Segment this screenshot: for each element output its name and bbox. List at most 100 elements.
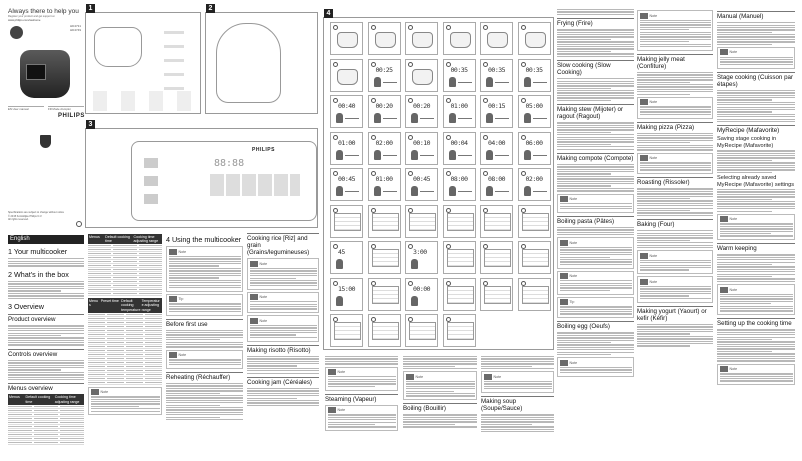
- table-cell: [138, 269, 162, 271]
- control-panel-screen: [446, 285, 474, 304]
- text-line: [557, 82, 634, 85]
- text-line: [559, 256, 610, 258]
- text-line: [559, 251, 632, 254]
- timer-display: 00:15: [488, 102, 506, 110]
- timer-display: 00:00: [413, 284, 431, 293]
- table-cell: [88, 337, 105, 339]
- arrow-icon: [420, 154, 434, 156]
- text-line: [719, 228, 793, 230]
- text-line: [249, 332, 317, 334]
- step-number-circle: [370, 61, 376, 67]
- text-line: [168, 267, 241, 270]
- text-line: [166, 397, 243, 399]
- hand-press-icon: [336, 113, 343, 123]
- text-line: [247, 404, 319, 406]
- step-figure: [442, 241, 476, 274]
- text-line: [639, 43, 711, 45]
- table-cell: [126, 373, 143, 375]
- text-line: [719, 293, 793, 295]
- text-line: [403, 416, 477, 418]
- note-label: Note: [729, 367, 738, 372]
- text-line: [481, 416, 554, 418]
- text-line: [8, 290, 62, 292]
- text-line: [637, 345, 691, 347]
- column-header: Preset time: [100, 299, 119, 304]
- text-line: [166, 390, 243, 392]
- text-line: [8, 330, 84, 332]
- text-line: [90, 401, 160, 403]
- section-heading: Boiling (Bouillir): [403, 403, 477, 412]
- text-line: [247, 365, 298, 367]
- text-line: [717, 106, 795, 108]
- table-cell: [126, 313, 143, 315]
- panel-number: 1: [86, 4, 95, 13]
- table-row: [8, 417, 84, 421]
- text-line: [327, 423, 376, 426]
- text-line: [557, 187, 634, 190]
- legal: Specifications are subject to change wit…: [8, 211, 74, 222]
- text-line: [249, 327, 317, 329]
- text-line: [637, 81, 691, 83]
- step-figure: [405, 204, 438, 238]
- note-header: Note: [405, 373, 475, 380]
- text-line: [639, 266, 711, 269]
- text-line: [639, 262, 711, 264]
- note-header: Note: [168, 352, 241, 359]
- text-line: [481, 430, 554, 433]
- table-row: [88, 365, 162, 369]
- table-cell: [88, 293, 112, 295]
- text-line: [559, 203, 632, 205]
- text-line: [8, 283, 84, 285]
- text-line: [717, 256, 795, 259]
- text-line: [557, 55, 634, 57]
- table-cell: [88, 245, 112, 247]
- model-2: HD4749: [70, 28, 82, 32]
- table-cell: [88, 289, 112, 291]
- text-line: [249, 334, 297, 336]
- step-number-circle: [483, 171, 488, 176]
- text-line: [557, 41, 634, 43]
- text-line: [637, 135, 713, 137]
- text-line: [166, 339, 220, 341]
- text-line: [637, 83, 713, 86]
- note-header: Note: [719, 49, 793, 56]
- note-header: Note: [639, 12, 711, 19]
- step-figure: [405, 22, 438, 55]
- note-box: Note: [166, 246, 243, 292]
- section-heading: Setting up the cooking time: [717, 318, 795, 327]
- text-line: [327, 385, 376, 388]
- note-header: Note: [559, 196, 632, 203]
- note-header: Note: [639, 99, 711, 106]
- text-line: [8, 337, 84, 339]
- text-line: [168, 260, 241, 262]
- arrow-icon: [532, 191, 547, 192]
- text-line: [166, 346, 243, 348]
- text-line: [637, 328, 713, 330]
- step-number-circle: [370, 317, 376, 322]
- table-cell: [8, 433, 32, 435]
- text-line: [557, 346, 634, 349]
- text-line: [637, 232, 713, 234]
- table-cell: [107, 313, 124, 315]
- cooker-exploded-drawing: [216, 23, 281, 103]
- control-panel-screen: [409, 322, 436, 340]
- text-line: [559, 311, 632, 313]
- table-cell: [88, 313, 105, 315]
- text-line: [557, 48, 634, 50]
- text-line: [249, 329, 317, 331]
- section-heading: Manual (Manuel): [717, 11, 795, 20]
- philips-logo: PHILIPS: [58, 113, 85, 119]
- note-label: Note: [259, 295, 268, 300]
- note-header: Note: [639, 278, 711, 285]
- text-line: [557, 332, 634, 334]
- table-cell: [126, 341, 143, 343]
- text-line: [717, 150, 795, 152]
- control-panel-screen: [484, 212, 511, 231]
- cooker-step-illustration: [374, 32, 396, 48]
- hand-press-icon: [336, 259, 343, 269]
- text-line: [559, 306, 632, 308]
- note-header: Note: [249, 294, 317, 301]
- text-line: [717, 278, 795, 280]
- text-line: [481, 360, 554, 363]
- table-cell: [126, 369, 143, 371]
